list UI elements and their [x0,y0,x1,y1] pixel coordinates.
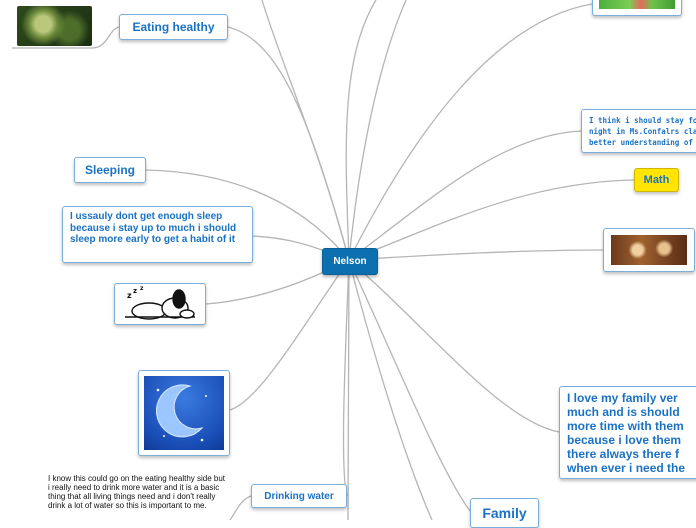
link-up-3 [349,0,406,260]
svg-text:z: z [133,287,137,295]
topic-sleeping-label: Sleeping [85,163,135,177]
sleep-note-text: I ussauly dont get enough sleep because … [70,211,236,245]
sleep-note[interactable]: I ussauly dont get enough sleep because … [62,206,253,263]
svg-text:z: z [140,285,144,292]
topic-family[interactable]: Family [470,498,539,528]
water-note-text: I know this could go on the eating healt… [48,474,225,510]
study-photo [611,235,687,265]
link-up-2 [346,0,376,260]
sleeping-dog-image[interactable]: z z z [114,283,206,325]
link-moon [230,260,349,410]
crescent-moon-icon [144,376,220,450]
topic-sleeping[interactable]: Sleeping [74,157,146,183]
family-note-text: I love my family ver much and is should … [567,391,685,475]
food-photo-image[interactable] [17,6,92,46]
link-family-note [349,260,559,432]
svg-text:z: z [127,291,132,300]
central-topic-label: Nelson [333,256,366,267]
math-note[interactable]: I think i should stay fo night in Ms.Con… [581,109,696,153]
green-field-image[interactable] [592,0,682,16]
green-field-strip [599,0,675,9]
link-green-top [349,4,592,260]
topic-math[interactable]: Math [634,168,679,192]
sleeping-dog-icon: z z z [115,284,205,324]
study-photo-image[interactable] [603,228,695,272]
moon-image[interactable] [138,370,230,456]
topic-eating-healthy-label: Eating healthy [132,20,214,34]
topic-drinking-water[interactable]: Drinking water [251,484,347,508]
moon-tile [144,376,224,450]
topic-math-label: Math [644,174,670,186]
link-water-note [230,496,251,520]
math-note-text: I think i should stay fo night in Ms.Con… [589,116,696,147]
topic-drinking-water-label: Drinking water [264,491,333,502]
topic-family-label: Family [482,505,526,521]
link-math [349,180,634,260]
water-note[interactable]: I know this could go on the eating healt… [48,474,226,510]
topic-eating-healthy[interactable]: Eating healthy [119,14,228,40]
link-up-1 [262,0,349,260]
link-extra-bottom [348,260,349,520]
link-study [349,250,603,260]
link-family [349,260,470,511]
family-note[interactable]: I love my family ver much and is should … [559,386,696,479]
central-topic[interactable]: Nelson [322,248,378,275]
